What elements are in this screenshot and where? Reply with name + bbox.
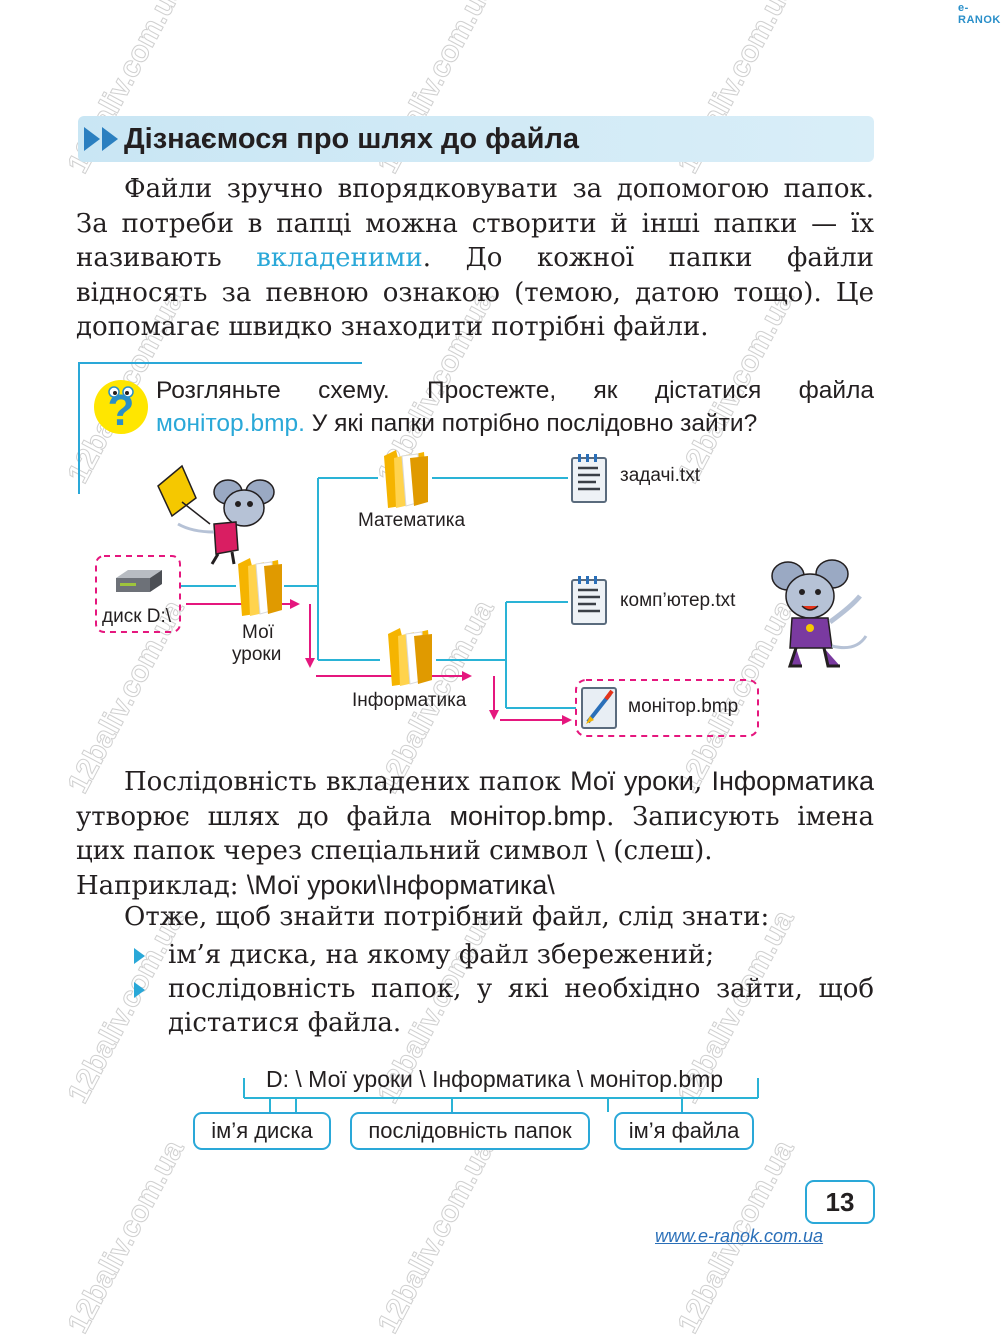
task-frame-top bbox=[78, 362, 362, 364]
double-arrow-icon bbox=[84, 127, 118, 151]
highlight-filename: монітор.bmp. bbox=[156, 410, 305, 437]
bullet-arrow-icon bbox=[134, 948, 145, 964]
publisher-url-link[interactable]: www.e-ranok.com.ua bbox=[655, 1226, 824, 1246]
folder-label-math: Математика bbox=[358, 510, 466, 531]
example-path: \Мої уроки\Інформатика\ bbox=[246, 870, 555, 900]
folder-icon bbox=[238, 558, 282, 616]
highlight-term: вкладеними bbox=[256, 243, 423, 273]
page-number: 13 bbox=[805, 1180, 875, 1224]
image-file-icon bbox=[581, 687, 617, 729]
list-item: послідовність папок, у які необхідно зай… bbox=[124, 972, 874, 1040]
folder-tree-diagram bbox=[95, 477, 759, 1112]
folder-icon bbox=[388, 628, 432, 686]
path-explanation: Послідовність вкладених папок Мої уроки,… bbox=[76, 766, 874, 901]
file-label-zadachi: задачі.txt bbox=[620, 465, 700, 486]
therefore-text: Отже, щоб знайти потрібний файл, слід зн… bbox=[124, 902, 770, 932]
bullet-arrow-icon bbox=[134, 982, 145, 998]
disk-label: диск D:\ bbox=[102, 606, 172, 627]
flying-mouse-illustration bbox=[157, 464, 275, 565]
folder-sequence-box: послідовність папок bbox=[350, 1112, 590, 1150]
folder-label-informatics: Інформатика bbox=[352, 690, 467, 711]
publisher-logo: e-RANOK bbox=[958, 2, 1001, 26]
list-item: ім’я диска, на якому файл збережений; bbox=[124, 938, 874, 972]
folder-icon bbox=[384, 450, 428, 508]
disk-name-box: ім’я диска bbox=[193, 1112, 331, 1150]
question-mark-icon: ? bbox=[94, 380, 148, 435]
section-header-bar bbox=[78, 116, 874, 162]
full-path-example: D: \ Мої уроки \ Інформатика \ монітор.b… bbox=[266, 1066, 724, 1092]
file-label-monitor: монітор.bmp bbox=[628, 696, 739, 717]
disk-drive-icon bbox=[116, 570, 162, 592]
intro-paragraph: Файли зручно впорядковувати за допомогою… bbox=[76, 174, 874, 342]
task-text: Розгляньте схему. Простежте, як дістатис… bbox=[156, 377, 874, 437]
waving-mouse-illustration bbox=[771, 559, 868, 668]
file-name-box: ім’я файла bbox=[614, 1112, 754, 1150]
text-file-icon bbox=[571, 454, 607, 503]
file-label-computer: комп’ютер.txt bbox=[620, 590, 736, 611]
task-frame-left bbox=[78, 362, 80, 494]
requirements-list: ім’я диска, на якому файл збережений; по… bbox=[124, 938, 874, 1040]
section-title: Дізнаємося про шлях до файла bbox=[124, 123, 580, 155]
text-file-icon bbox=[571, 576, 607, 625]
